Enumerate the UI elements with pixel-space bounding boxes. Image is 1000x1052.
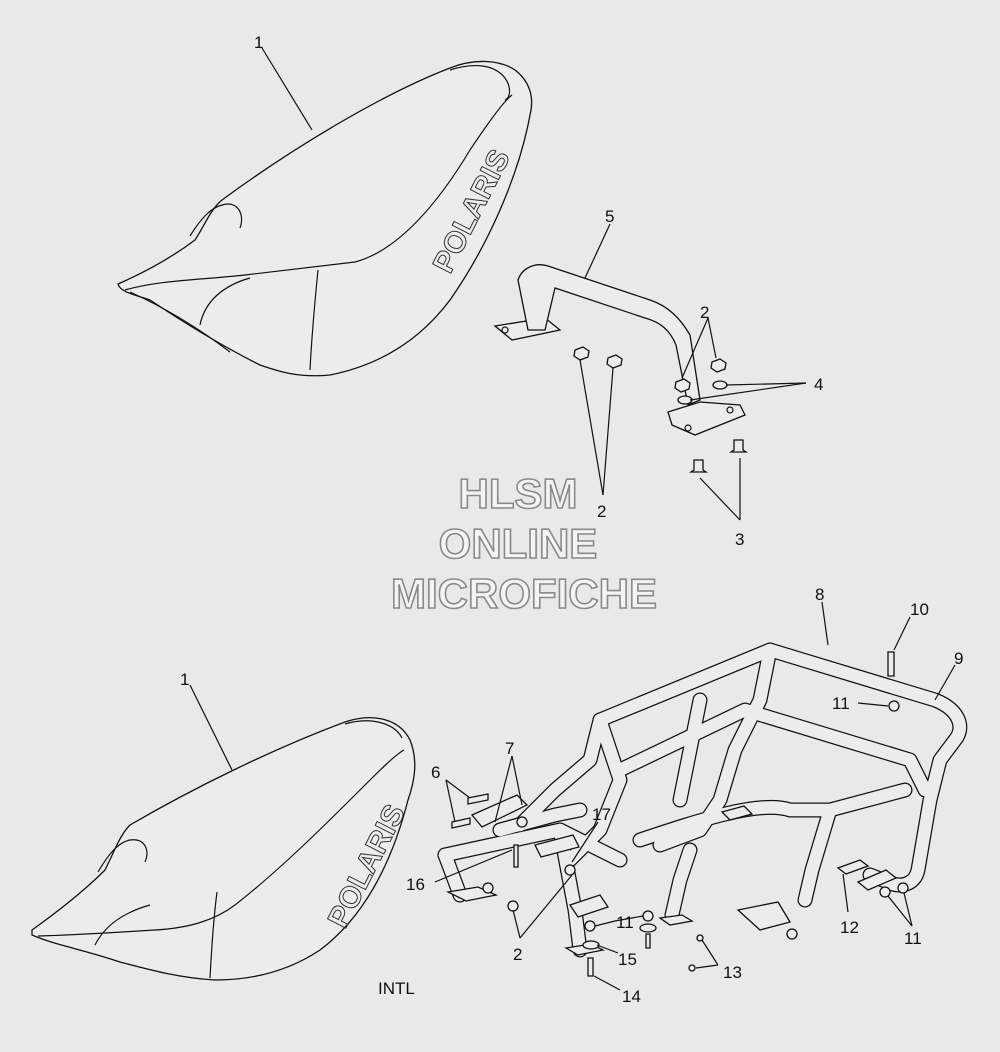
bolt-icon bbox=[451, 817, 471, 829]
watermark-line-2: ONLINE bbox=[439, 520, 598, 567]
nut-icon bbox=[606, 354, 623, 369]
callout-nut-bottom: 2 bbox=[513, 945, 522, 964]
leader-seat-bottom bbox=[189, 684, 233, 771]
nut-icon bbox=[516, 816, 528, 828]
washer-icon bbox=[582, 940, 600, 950]
callout-nut-top-left: 2 bbox=[597, 502, 606, 521]
variant-label: INTL bbox=[378, 979, 415, 998]
nut-icon bbox=[786, 928, 798, 940]
callout-grab-bar: 5 bbox=[605, 207, 614, 226]
nut-icon bbox=[482, 882, 494, 894]
callout-nut-top-right: 2 bbox=[700, 303, 709, 322]
rack-frame bbox=[437, 642, 968, 958]
nut-icon bbox=[879, 886, 891, 898]
leader-rack-main bbox=[821, 601, 829, 646]
callout-bolt-10: 10 bbox=[910, 600, 929, 619]
callout-bracket-12: 12 bbox=[840, 918, 859, 937]
leader-bracket-7 bbox=[511, 755, 523, 806]
bolt-icon bbox=[513, 844, 519, 868]
leader-bolt-6 bbox=[445, 779, 456, 823]
nut-icon bbox=[573, 346, 590, 361]
leader-nut-top-left bbox=[579, 359, 604, 496]
leader-nut-top-left bbox=[602, 367, 614, 496]
callout-rack-side: 9 bbox=[954, 649, 963, 668]
callout-nut-11-mid: 11 bbox=[616, 913, 634, 932]
seat-top: POLARIS bbox=[117, 60, 533, 377]
bolt-icon bbox=[887, 651, 895, 677]
callout-bolt-16: 16 bbox=[406, 875, 425, 894]
callout-bolt-top: 3 bbox=[735, 530, 744, 549]
nut-icon bbox=[710, 358, 727, 373]
leader-bolt-14 bbox=[593, 975, 621, 991]
watermark-line-3: MICROFICHE bbox=[391, 570, 657, 617]
leader-bolt-10 bbox=[893, 616, 911, 651]
bolt-icon bbox=[728, 439, 749, 453]
leader-nut-top-right bbox=[707, 317, 717, 359]
grab-bar bbox=[493, 264, 746, 436]
leader-screw-13 bbox=[701, 939, 719, 966]
washer-icon bbox=[639, 923, 657, 933]
leader-nut-11-mid bbox=[614, 915, 644, 922]
callout-seat-bottom: 1 bbox=[180, 670, 189, 689]
leader-nut-bottom bbox=[512, 909, 521, 939]
leader-nut-11-right bbox=[887, 895, 913, 927]
screw-icon bbox=[696, 934, 704, 942]
callout-rack-main: 8 bbox=[815, 585, 824, 604]
leader-washer bbox=[725, 382, 807, 386]
leader-grab-bar bbox=[584, 223, 611, 279]
watermark-line-1: HLSM bbox=[459, 470, 578, 517]
leader-bolt-top bbox=[699, 477, 741, 521]
callout-screw-13: 13 bbox=[723, 963, 742, 982]
bolt-icon bbox=[467, 793, 489, 805]
leader-washer bbox=[689, 382, 807, 401]
rack-hardware bbox=[451, 651, 909, 977]
leader-bolt-6 bbox=[445, 779, 471, 799]
callout-bracket-7: 7 bbox=[505, 739, 514, 758]
leader-rack-side bbox=[934, 664, 956, 701]
callout-bracket-17: 17 bbox=[592, 805, 611, 824]
callout-nut-11-right: 11 bbox=[904, 929, 922, 948]
callout-washer: 4 bbox=[814, 375, 823, 394]
leader-bracket-12 bbox=[842, 873, 849, 913]
nut-icon bbox=[584, 920, 596, 932]
nut-icon bbox=[642, 910, 654, 922]
leader-washer-15 bbox=[596, 944, 619, 954]
bolt-icon bbox=[688, 459, 709, 473]
leader-nut-bottom bbox=[519, 874, 573, 939]
leader-nut-top-right bbox=[681, 317, 709, 379]
callout-washer-15: 15 bbox=[618, 950, 637, 969]
leader-nut-11-mid bbox=[594, 920, 616, 927]
leader-nut-11-right bbox=[903, 892, 913, 927]
callout-bolt-6: 6 bbox=[431, 763, 440, 782]
nut-icon bbox=[674, 378, 691, 393]
washer-icon bbox=[677, 395, 693, 405]
callout-seat-top: 1 bbox=[254, 33, 263, 52]
leader-bolt-16 bbox=[434, 849, 513, 883]
leader-seat-top bbox=[261, 47, 313, 131]
washer-icon bbox=[712, 380, 728, 390]
bolt-icon bbox=[645, 933, 651, 949]
nut-icon bbox=[897, 882, 909, 894]
callout-bolt-14: 14 bbox=[622, 987, 641, 1006]
leader-bracket-17 bbox=[571, 821, 599, 863]
watermark: HLSM ONLINE MICROFICHE bbox=[390, 469, 658, 618]
nut-icon bbox=[564, 864, 576, 876]
nut-icon bbox=[888, 700, 900, 712]
callout-nut-11-top: 11 bbox=[832, 694, 850, 713]
nut-icon bbox=[507, 900, 519, 912]
leader-bracket-7 bbox=[494, 755, 513, 823]
bolt-icon bbox=[587, 957, 594, 977]
leader-screw-13 bbox=[695, 964, 719, 969]
leader-nut-11-top bbox=[857, 702, 889, 707]
seat-bottom: POLARIS bbox=[31, 717, 416, 981]
screw-icon bbox=[688, 964, 696, 972]
